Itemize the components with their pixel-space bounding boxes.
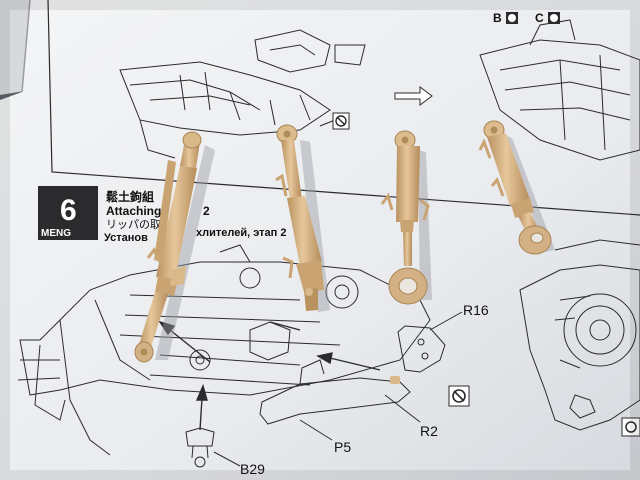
previous-step-panel bbox=[47, 0, 640, 216]
hydraulic-cylinder-part bbox=[134, 131, 202, 363]
step-header: 6 MENG 鬆土鉤組 Attaching 2 リッパの取 Установ хл… bbox=[38, 186, 286, 244]
step-title-ru: Установ bbox=[104, 232, 148, 244]
step-title-en-tail: 2 bbox=[203, 204, 210, 218]
upper-assembly-drawing bbox=[119, 19, 640, 161]
callout-leaders bbox=[213, 311, 463, 467]
hydraulic-cylinder-part bbox=[478, 120, 552, 255]
callout-b29: B29 bbox=[240, 461, 265, 477]
lower-assembly-drawing bbox=[17, 239, 640, 468]
no-glue-icon bbox=[448, 385, 470, 407]
hydraulic-cylinder-part bbox=[275, 124, 324, 311]
assembly-arrows bbox=[158, 320, 381, 431]
arrow-icon bbox=[394, 86, 433, 106]
no-glue-icon bbox=[621, 417, 640, 437]
hydraulic-cylinder-part bbox=[380, 130, 430, 305]
option-b-label: B bbox=[493, 11, 502, 25]
callout-r2: R2 bbox=[420, 423, 438, 439]
no-glue-icon bbox=[332, 112, 350, 130]
step-title-cn: 鬆土鉤組 bbox=[106, 189, 154, 204]
step-badge bbox=[38, 186, 98, 240]
option-c-label: C bbox=[535, 11, 544, 25]
callout-p5: P5 bbox=[334, 439, 351, 455]
step-number: 6 bbox=[60, 194, 77, 227]
brand-logo: MENG bbox=[41, 228, 71, 239]
callout-r16: R16 bbox=[463, 302, 489, 318]
step-title-jp: リッパの取 bbox=[106, 218, 161, 231]
loose-plastic-bits bbox=[305, 288, 400, 384]
step-title-ru-tail: хлителей, этап 2 bbox=[196, 227, 286, 239]
step-title-en: Attaching bbox=[106, 204, 161, 218]
